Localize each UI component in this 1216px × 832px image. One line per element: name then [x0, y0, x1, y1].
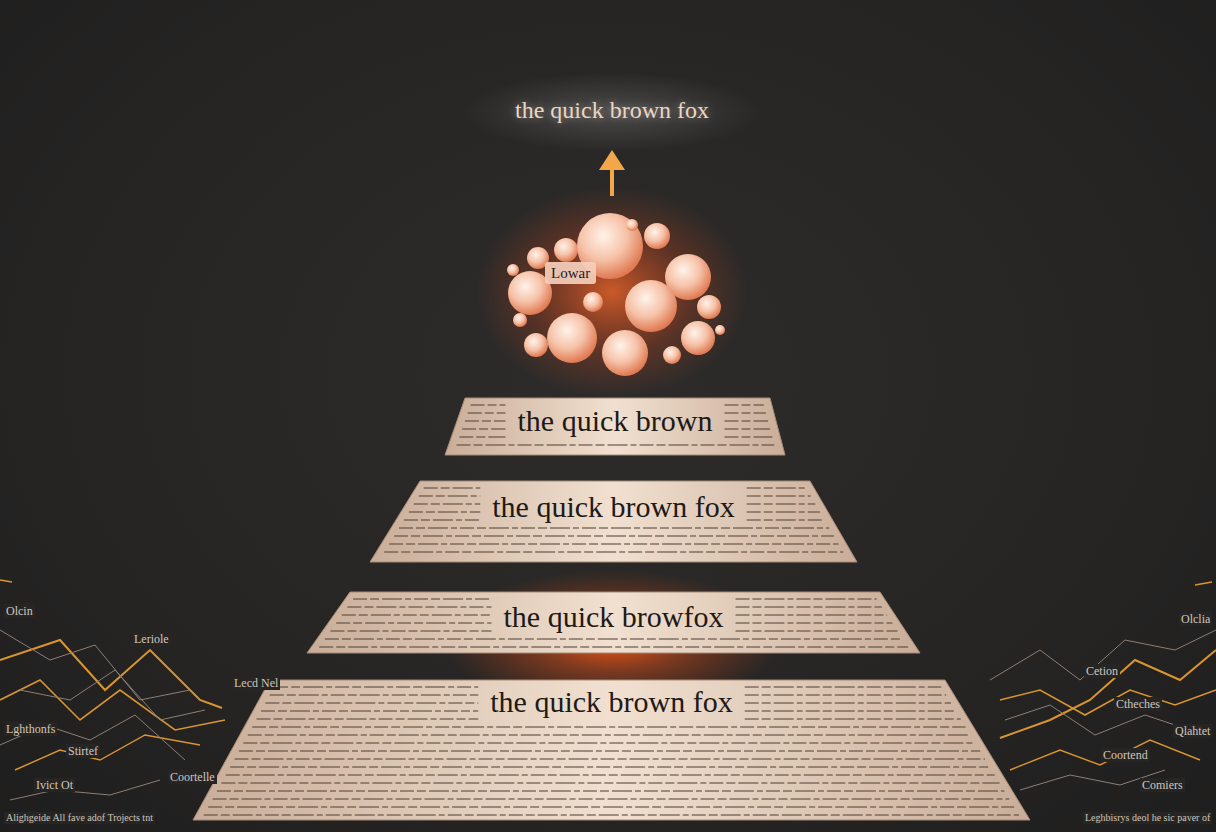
axis-label: Leghbisrys deol he sic paver of — [1083, 812, 1212, 824]
axis-label: Comiers — [1140, 778, 1185, 792]
small-print-texture — [409, 511, 480, 513]
sphere-cluster — [507, 213, 725, 376]
small-print-texture — [724, 436, 772, 438]
small-print-texture — [342, 614, 492, 616]
small-print-texture — [217, 790, 1004, 792]
small-print-texture — [248, 734, 971, 736]
text-band: the quick brown fox — [193, 680, 1030, 820]
small-print-texture — [457, 444, 775, 446]
small-print-texture — [336, 622, 491, 624]
small-print-texture — [389, 543, 838, 545]
small-print-texture — [747, 495, 811, 497]
text-glow — [462, 72, 762, 152]
small-print-texture — [270, 694, 479, 696]
small-print-texture — [274, 686, 478, 688]
small-print-texture — [394, 535, 834, 537]
small-print-texture — [747, 511, 820, 513]
small-print-texture — [745, 718, 961, 720]
small-print-texture — [239, 750, 980, 752]
small-print-texture — [265, 702, 478, 704]
small-print-texture — [462, 428, 505, 430]
small-print-texture — [735, 614, 887, 616]
axis-label: Leriole — [132, 632, 171, 646]
band-title: the quick brown — [518, 403, 713, 439]
small-print-texture — [745, 710, 956, 712]
small-print-texture — [235, 758, 985, 760]
axis-label: Ctheches — [1114, 697, 1162, 711]
small-print-texture — [243, 742, 975, 744]
small-print-texture — [471, 404, 506, 406]
small-print-texture — [747, 487, 806, 489]
right-graph — [990, 582, 1216, 790]
small-print-texture — [419, 495, 481, 497]
small-print-texture — [735, 598, 876, 600]
small-print-texture — [414, 503, 480, 505]
cloud-node: Lowar — [545, 262, 596, 284]
left-graph — [0, 580, 225, 800]
small-print-texture — [424, 487, 481, 489]
text-band: the quick brown fox — [370, 481, 857, 562]
small-print-texture — [226, 774, 995, 776]
axis-label: Olclia — [1179, 612, 1212, 626]
band-title: the quick brown fox — [492, 489, 734, 525]
small-print-texture — [468, 412, 506, 414]
axis-label: Alighgeide All fave adof Trojects tnt — [4, 812, 155, 824]
axis-label: Olcin — [4, 604, 35, 618]
band-title: the quick brown fox — [490, 684, 732, 720]
small-print-texture — [735, 606, 881, 608]
axis-label: Coortelle — [168, 770, 217, 784]
small-print-texture — [747, 519, 825, 521]
band-trapezoid — [307, 592, 920, 653]
axis-label: Coortend — [1101, 748, 1150, 762]
small-print-texture — [404, 519, 480, 521]
small-print-texture — [459, 436, 505, 438]
band-trapezoid — [445, 398, 785, 455]
small-print-texture — [724, 412, 765, 414]
small-print-texture — [735, 630, 897, 632]
small-print-texture — [745, 702, 951, 704]
small-print-texture — [353, 598, 491, 600]
small-print-texture — [208, 806, 1014, 808]
small-print-texture — [735, 622, 892, 624]
small-print-texture — [319, 646, 908, 648]
axis-label: Qlahtet — [1173, 724, 1212, 738]
cloud-label: Lowar — [551, 264, 590, 282]
small-print-texture — [221, 782, 999, 784]
small-print-texture — [261, 710, 478, 712]
small-print-texture — [465, 420, 506, 422]
band-trapezoid — [193, 680, 1030, 820]
small-print-texture — [347, 606, 491, 608]
band-title: the quick browfox — [504, 599, 724, 635]
cloud-halo — [477, 187, 747, 397]
axis-label: Stirtef — [66, 744, 100, 758]
text-band: the quick brown — [445, 398, 785, 455]
axis-label: Ivict Ot — [34, 778, 75, 792]
small-print-texture — [745, 686, 942, 688]
small-print-texture — [204, 814, 1019, 816]
small-print-texture — [384, 551, 843, 553]
small-print-texture — [331, 630, 492, 632]
small-print-texture — [745, 694, 946, 696]
small-print-texture — [724, 428, 770, 430]
small-print-texture — [257, 718, 479, 720]
small-print-texture — [213, 798, 1010, 800]
axis-label: Cetion — [1084, 664, 1120, 678]
axis-label: Lghthonfs — [4, 722, 57, 736]
small-print-texture — [252, 726, 965, 728]
text-band: the quick browfox — [307, 592, 920, 653]
small-print-texture — [724, 404, 763, 406]
band-trapezoid — [370, 481, 857, 562]
small-print-texture — [399, 527, 829, 529]
small-print-texture — [747, 503, 816, 505]
axis-label: Lecd Nel — [232, 676, 280, 690]
small-print-texture — [724, 420, 768, 422]
output-text: the quick brown fox — [513, 96, 711, 125]
small-print-texture — [230, 766, 990, 768]
small-print-texture — [325, 638, 903, 640]
